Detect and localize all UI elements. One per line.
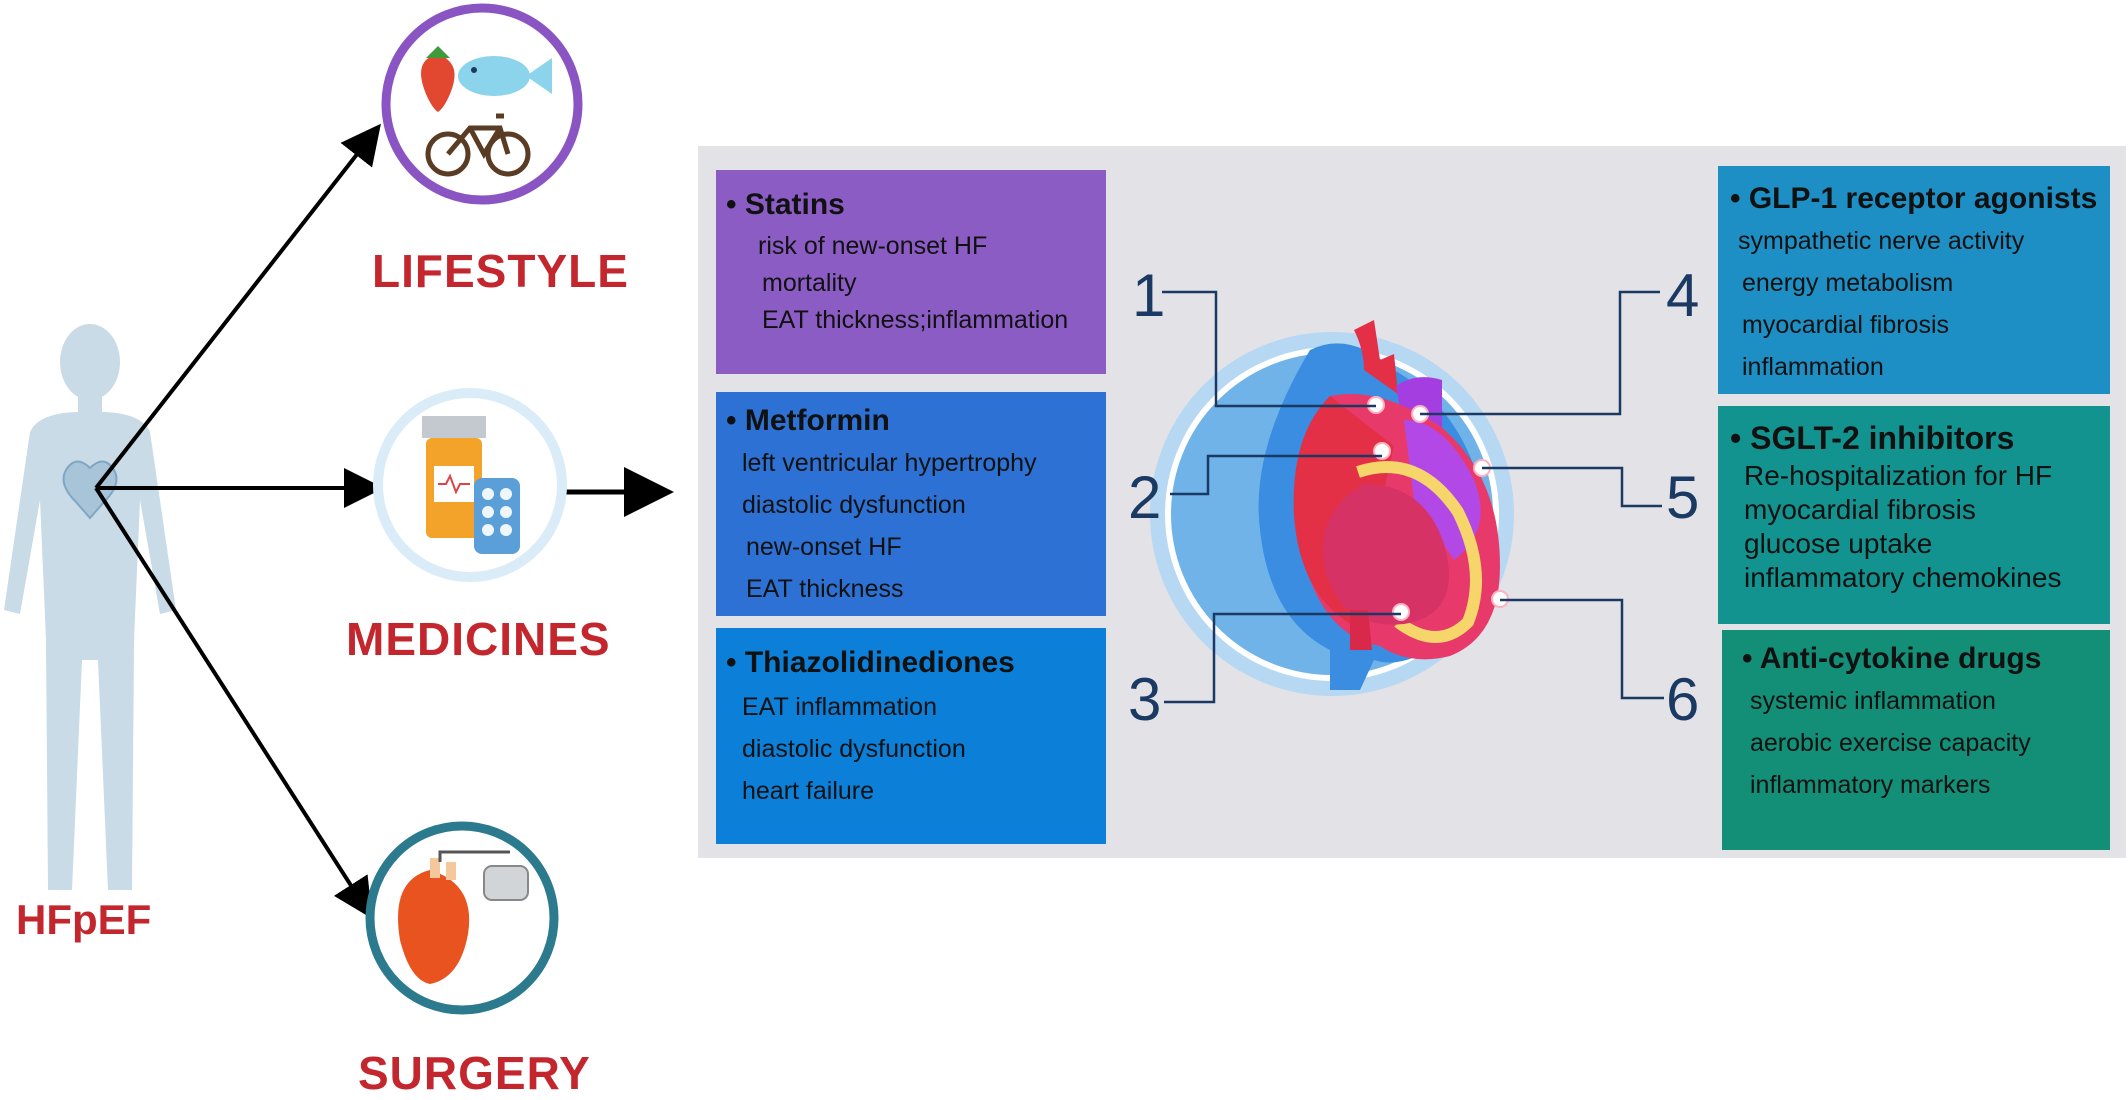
thiazolidinediones-title: • Thiazolidinediones [726, 646, 1015, 679]
thiazolidinediones-box: • Thiazolidinediones EAT inflammation di… [716, 628, 1106, 844]
list-item: myocardial fibrosis [1742, 311, 1950, 339]
list-item: inflammation [1742, 353, 1884, 381]
list-item: glucose uptake [1744, 528, 1933, 559]
number-4: 4 [1666, 262, 1700, 329]
anti-cytokine-title: • Anti-cytokine drugs [1742, 642, 2042, 675]
glp1-box: • GLP-1 receptor agonists sympathetic ne… [1718, 166, 2110, 394]
list-item: EAT thickness [746, 575, 904, 603]
statins-box: • Statins risk of new-onset HF mortality… [716, 170, 1106, 374]
list-item: risk of new-onset HF [758, 232, 988, 260]
metformin-title: • Metformin [726, 404, 890, 437]
list-item: sympathetic nerve activity [1738, 227, 2025, 255]
number-3: 3 [1128, 666, 1162, 733]
number-1: 1 [1132, 262, 1166, 329]
list-item: mortality [762, 269, 857, 297]
pill-bottle-icon [422, 416, 486, 538]
number-6: 6 [1666, 666, 1700, 733]
sglt2-title: • SGLT-2 inhibitors [1730, 420, 2015, 456]
list-item: inflammatory markers [1750, 771, 1991, 799]
surgery-label: SURGERY [358, 1047, 591, 1099]
list-item: heart failure [742, 777, 875, 805]
metformin-box: • Metformin left ventricular hypertrophy… [716, 392, 1106, 616]
medicines-label: MEDICINES [346, 613, 611, 665]
fish-icon [458, 56, 552, 96]
blister-pack-icon [474, 478, 520, 554]
strawberry-icon [421, 46, 455, 112]
list-item: inflammatory chemokines [1744, 562, 2062, 593]
pacemaker-heart-icon [398, 850, 529, 984]
list-item: Re-hospitalization for HF [1744, 460, 2053, 491]
statins-title: • Statins [726, 188, 845, 221]
list-item: diastolic dysfunction [742, 491, 966, 519]
lifestyle-label: LIFESTYLE [372, 245, 629, 297]
list-item: left ventricular hypertrophy [742, 449, 1037, 477]
hfpef-label: HFpEF [16, 896, 152, 943]
list-item: myocardial fibrosis [1744, 494, 1976, 525]
number-2: 2 [1128, 464, 1162, 531]
number-5: 5 [1666, 464, 1700, 531]
list-item: systemic inflammation [1750, 687, 1996, 715]
bicycle-icon [425, 113, 531, 177]
sglt2-box: • SGLT-2 inhibitors Re-hospitalization f… [1718, 406, 2110, 624]
glp1-title: • GLP-1 receptor agonists [1730, 182, 2098, 215]
list-item: diastolic dysfunction [742, 735, 966, 763]
list-item: EAT thickness;inflammation [762, 306, 1069, 334]
anti-cytokine-box: • Anti-cytokine drugs systemic inflammat… [1722, 630, 2110, 850]
list-item: EAT inflammation [742, 693, 937, 721]
list-item: energy metabolism [1742, 269, 1954, 297]
list-item: new-onset HF [746, 533, 902, 561]
list-item: aerobic exercise capacity [1750, 729, 2031, 757]
